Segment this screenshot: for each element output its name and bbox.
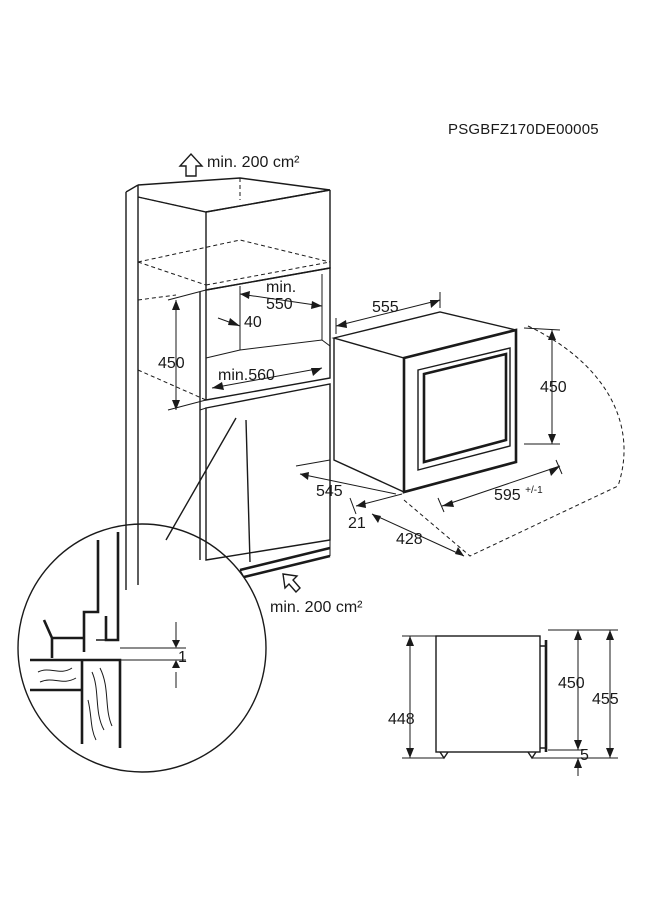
appliance-height-dimension [523,327,561,445]
side-total-height-label: 455 [592,691,619,708]
appliance-width-dimension [437,459,563,513]
niche-depth-dimension [239,291,323,309]
appliance-width-value: 595 [494,487,521,504]
front-depth-label: 545 [316,483,343,500]
niche-width-dimension [211,367,323,390]
appliance-depth-label: 555 [372,299,399,316]
appliance-width-tolerance: +/-1 [525,485,543,496]
bottom-vent-arrow-icon [282,573,301,594]
appliance-isometric [331,311,625,557]
side-foot-label: 5 [580,747,589,764]
detail-gap-label: 1 [178,649,187,666]
side-inner-height-label: 450 [558,675,585,692]
appliance-side-view [402,629,618,776]
document-code: PSGBFZ170DE00005 [448,121,599,138]
tall-cabinet [125,177,331,590]
detail-callout [17,417,267,773]
bottom-vent-label: min. 200 cm² [270,599,363,616]
side-gap-dimension [217,317,241,327]
niche-height-label: 450 [158,355,185,372]
top-vent-arrow-icon [178,152,204,177]
niche-width-label: min.560 [218,367,275,384]
body-width-label: 428 [396,531,423,548]
niche-depth-min-label: min. 550 [266,279,301,313]
appliance-height-label: 450 [540,379,567,396]
front-depth-dimension [295,459,397,495]
niche-depth-value: 550 [266,296,293,313]
niche-depth-min-word: min. [266,279,296,296]
niche-height-dimension [167,289,207,411]
appliance-depth-dimension [335,292,441,334]
top-vent-label: min. 200 cm² [207,154,300,171]
appliance-width-label: 595 +/-1 [494,485,543,504]
side-gap-label: 40 [244,314,262,331]
body-width-dimension [371,513,465,557]
front-offset-dimension [349,493,403,515]
side-body-height-label: 448 [388,711,415,728]
front-offset-label: 21 [348,515,366,532]
